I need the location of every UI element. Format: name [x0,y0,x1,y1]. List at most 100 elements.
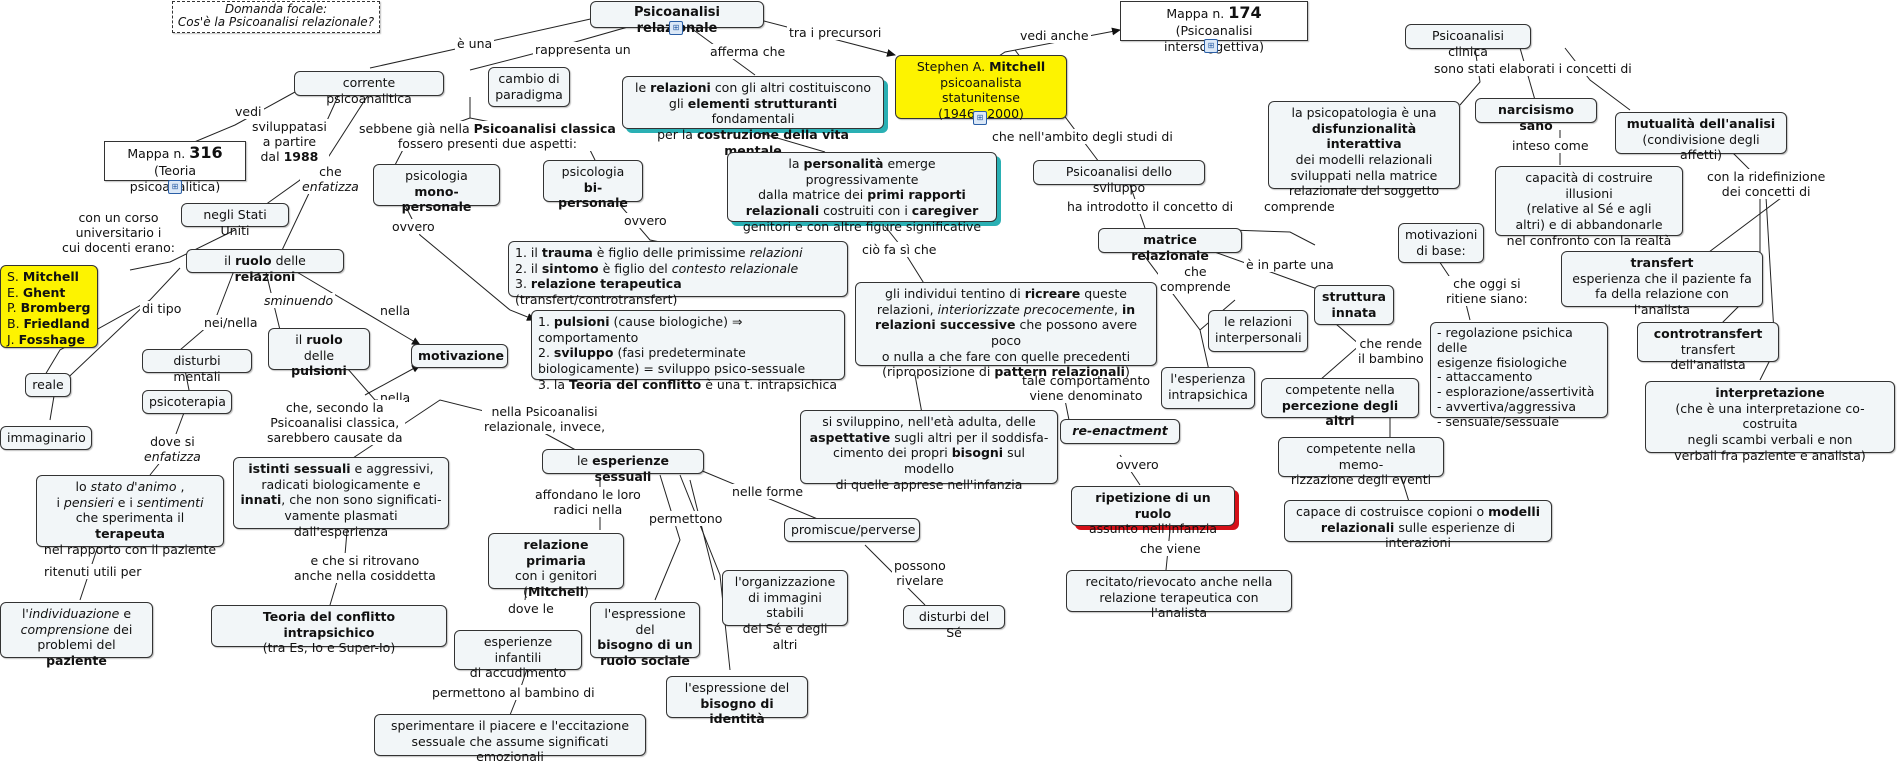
ruolo-delle-pulsioni[interactable]: il ruolo delle pulsioni [268,328,370,378]
link-label: dove le [506,601,556,616]
docenti-list[interactable]: S. Mitchell E. Ghent P. Bromberg B. Frie… [0,265,98,348]
promiscue-perverse[interactable]: promiscue/perverse [784,518,920,542]
interpretazione-node[interactable]: interpretazione (che è una interpretazio… [1645,381,1895,463]
relazioni-interpersonali[interactable]: le relazioni interpersonali [1208,310,1308,352]
reale[interactable]: reale [25,373,71,397]
mitchell-node[interactable]: Stephen A. Mitchell psicoanalista statun… [895,55,1067,121]
competente-percezione[interactable]: competente nella percezione degli altri [1261,378,1419,428]
motivazioni-elenco[interactable]: - regolazione psichica delle esigenze fi… [1430,322,1608,428]
bisogno-identita[interactable]: l'espressione del bisogno di identità [666,676,808,726]
corrente-psicoanalitica[interactable]: corrente psicoanalitica [294,71,444,106]
disturbi-del-se[interactable]: disturbi del Sé [903,605,1005,640]
link-label: ovvero [622,213,669,228]
link-label: che viene [1138,541,1203,556]
link-label: rappresenta un [533,42,633,57]
bisogno-ruolo-sociale[interactable]: l'espressione del bisogno di un ruolo so… [590,602,700,668]
link-label: vedi [233,104,264,119]
cambio-paradigma[interactable]: cambio di paradigma [488,67,570,107]
link-label: afferma che [708,44,788,59]
link-label: sminuendo [262,293,336,308]
sperimentare-piacere[interactable]: sperimentare il piacere e l'eccitazione … [374,714,646,764]
link-label: nei/nella [202,315,260,330]
link-label: ha introdotto il concetto di [1065,199,1236,214]
map-link-icon[interactable]: ⊞ [1204,39,1218,53]
link-label: vedi anche [1018,28,1091,43]
esperienza-intrapsichica[interactable]: l'esperienza intrapsichica [1161,367,1255,409]
relazioni-strutturanti[interactable]: le relazioni con gli altri costituiscono… [622,76,884,158]
istinti-sessuali[interactable]: istinti sessuali e aggressivi, radicati … [233,457,449,539]
link-label: ovvero [1114,457,1161,472]
individuazione-node[interactable]: l'individuazione e comprensione dei prob… [0,602,153,668]
psicoterapia[interactable]: psicoterapia [142,390,232,414]
link-label: nella [378,303,413,318]
ruolo-delle-relazioni[interactable]: il ruolo delle relazioni [186,249,344,284]
map-316-link[interactable]: Mappa n. 316 (Teoria psicoanalitica) [104,141,246,194]
recitato-rievocato[interactable]: recitato/rievocato anche nella relazione… [1066,570,1292,620]
struttura-innata[interactable]: struttura innata [1314,285,1394,325]
organizzazione-immagini[interactable]: l'organizzazione di immagini stabili del… [722,570,848,652]
aspettative-node[interactable]: si sviluppino, nell'età adulta, delle as… [800,410,1058,492]
psicoanalisi-clinica[interactable]: Psicoanalisi clinica [1405,24,1531,59]
stato-animo[interactable]: lo stato d'animo , i pensieri e i sentim… [36,475,224,557]
focus-question: Domanda focale: Cos'è la Psicoanalisi re… [172,1,380,33]
link-label: tra i precursori [787,25,884,40]
pulsioni-list[interactable]: 1. pulsioni (cause biologiche) ⇒ comport… [531,310,845,392]
link-label: è una [455,36,495,51]
teoria-conflitto-intrapsichico[interactable]: Teoria del conflitto intrapsichico (tra … [211,605,447,655]
negli-stati-uniti[interactable]: negli Stati Uniti [181,203,289,238]
link-label: che nell'ambito degli studi di [990,129,1175,144]
link-label: sebbene già nella Psicoanalisi classica … [357,121,618,151]
controtransfert-node[interactable]: controtransfert transfert dell'analista [1637,322,1779,372]
disturbi-mentali[interactable]: disturbi mentali [142,349,252,384]
link-label: di tipo [140,301,184,316]
copioni-modelli-relazionali[interactable]: capace di costruisce copioni o modelli r… [1284,500,1552,550]
re-enactment[interactable]: re-enactment [1060,419,1180,444]
psicopatologia-node[interactable]: la psicopatologia è una disfunzionalità … [1268,101,1460,198]
link-label: ciò fa sì che [860,242,939,257]
capacita-illusioni[interactable]: capacità di costruire illusioni (relativ… [1495,166,1683,248]
map-link-icon[interactable]: ⊞ [973,111,987,125]
map-link-icon[interactable]: ⊞ [168,180,182,194]
esperienze-infantili[interactable]: esperienze infantili di accudimento [454,630,582,680]
ricreare-relazioni[interactable]: gli individui tentino di ricreare queste… [855,282,1157,379]
competente-memorizzazione[interactable]: competente nella memo- rizzazione degli … [1278,437,1444,487]
narcisismo-sano[interactable]: narcisismo sano [1475,98,1597,133]
map-174-link[interactable]: Mappa n. 174 (Psicoanalisi intersoggetti… [1120,1,1308,54]
motivazione-node[interactable]: motivazione [411,344,508,368]
transfert-node[interactable]: transfert esperienza che il paziente fa … [1561,251,1763,317]
ripetizione-ruolo[interactable]: ripetizione di un ruolo assunto nell'inf… [1071,486,1235,536]
link-label: comprende [1262,199,1337,214]
link-label: permettono [647,511,725,526]
trauma-list[interactable]: 1. il trauma è figlio delle primissime r… [508,241,848,307]
link-label: sono stati elaborati i concetti di [1432,61,1634,76]
esperienze-sessuali[interactable]: le esperienze sessuali [542,449,704,484]
motivazioni-di-base[interactable]: motivazioni di base: [1398,223,1484,263]
link-label: inteso come [1510,138,1591,153]
link-label: nelle forme [730,484,806,499]
map-link-icon[interactable]: ⊞ [669,21,683,35]
relazione-primaria[interactable]: relazione primaria con i genitori (Mitch… [488,533,624,599]
mutualita-analisi[interactable]: mutualità dell'analisi (condivisione deg… [1615,112,1787,162]
link-label: permettono al bambino di [430,685,597,700]
link-label: è in parte una [1244,257,1336,272]
immaginario[interactable]: immaginario [0,426,92,450]
personalita-node[interactable]: la personalità emerge progressivamente d… [727,152,997,234]
psicoanalisi-sviluppo[interactable]: Psicoanalisi dello sviluppo [1033,160,1205,195]
matrice-relazionale[interactable]: matrice relazionale [1098,228,1242,263]
